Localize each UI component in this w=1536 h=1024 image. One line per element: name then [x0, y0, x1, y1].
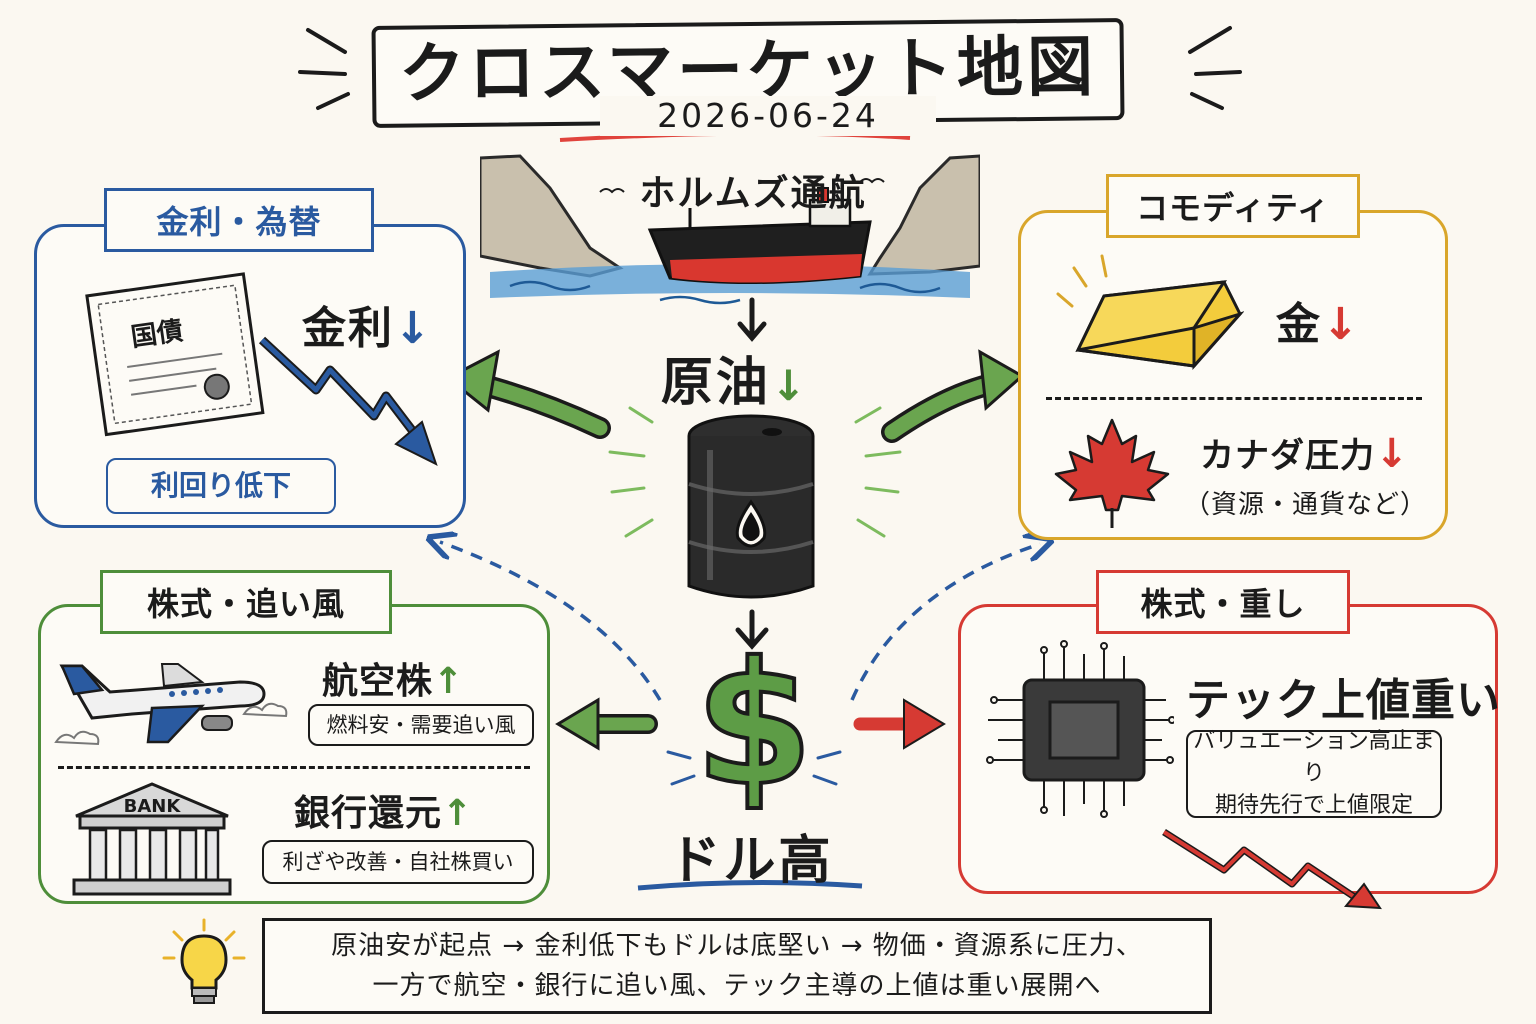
arrow-oil-to-rates	[445, 349, 611, 439]
lightbulb-icon	[162, 918, 246, 1004]
summary-box: 原油安が起点 → 金利低下もドルは底堅い → 物価・資源系に圧力、 一方で航空・…	[262, 918, 1212, 1014]
oil-barrel-icon	[687, 414, 815, 599]
title-sparkles	[298, 26, 1242, 110]
bank-label-text: 銀行還元	[294, 793, 443, 834]
oil-label-text: 原油	[660, 353, 771, 413]
arrow-dollar-to-tailwind	[555, 697, 658, 751]
canada-down-arrow: ↓	[1375, 431, 1410, 477]
summary-line1: 原油安が起点 → 金利低下もドルは底堅い → 物価・資源系に圧力、	[331, 930, 1143, 961]
gold-bar-icon	[1056, 254, 1244, 370]
date-label: 2026-06-24	[600, 96, 936, 136]
canada-note: （資源・通貨など）	[1184, 490, 1428, 520]
down-arrows-center	[735, 297, 769, 650]
airline-label: 航空株↑	[322, 652, 464, 704]
bond-certificate-icon: 国債	[85, 272, 265, 437]
dollar-sign-icon: $	[693, 626, 815, 824]
oil-label: 原油↓	[640, 340, 830, 415]
barrel-rays	[608, 406, 902, 538]
bond-text: 国債	[129, 316, 185, 353]
dollar-rays	[666, 750, 842, 786]
dashed-arrow-dollar-to-commodities	[850, 544, 1040, 701]
tanker-ship-icon	[480, 154, 980, 305]
tech-note-line2: 期待先行で上値限定	[1214, 792, 1413, 818]
airline-label-text: 航空株	[322, 661, 434, 702]
gold-label: 金↓	[1276, 288, 1361, 352]
gold-down-arrow: ↓	[1322, 299, 1361, 350]
microchip-icon	[986, 640, 1174, 818]
bank-note: 利ざや改善・自社株買い	[262, 840, 534, 884]
dollar-underline	[637, 879, 863, 891]
bank-sign: BANK	[124, 796, 182, 817]
airline-note: 燃料安・需要追い風	[308, 704, 534, 746]
arrow-dollar-to-headwind	[853, 698, 946, 750]
rates-label: 金利↓	[302, 292, 433, 356]
tech-note: バリュエーション高止まり 期待先行で上値限定	[1186, 729, 1442, 818]
commodities-divider	[1046, 397, 1422, 400]
oil-down-arrow: ↓	[770, 361, 810, 410]
tech-trend-down-icon	[1162, 829, 1382, 910]
maple-leaf-icon	[1054, 418, 1170, 528]
tech-note-line1: バリュエーション高止まり	[1193, 729, 1435, 787]
rates-label-text: 金利	[302, 303, 394, 354]
dashed-arrow-dollar-to-rates	[440, 542, 662, 701]
airline-up-arrow: ↑	[433, 661, 465, 702]
dollar-label: ドル高	[668, 831, 834, 891]
arrow-oil-to-commodities	[881, 349, 1025, 443]
gold-label-text: 金	[1276, 299, 1322, 350]
equity-headwind-tag: 株式・重し	[1096, 570, 1350, 634]
tailwind-divider	[58, 766, 530, 769]
bank-up-arrow: ↑	[442, 793, 474, 834]
airplane-icon	[54, 663, 288, 746]
rates-down-arrow: ↓	[394, 303, 433, 354]
bank-building-icon: BANK	[72, 782, 232, 896]
hormuz-label: ホルムズ通航	[639, 173, 867, 214]
rates-note: 利回り低下	[106, 458, 336, 514]
equity-tailwind-tag: 株式・追い風	[100, 570, 392, 634]
tech-label: テック上値重い	[1186, 675, 1501, 726]
rates-fx-tag: 金利・為替	[104, 188, 374, 252]
commodities-tag: コモディティ	[1106, 174, 1360, 238]
canada-label-text: カナダ圧力	[1200, 436, 1375, 476]
trend-down-icon	[258, 336, 438, 466]
bank-label: 銀行還元↑	[294, 784, 473, 836]
summary-line2: 一方で航空・銀行に追い風、テック主導の上値は重い展開へ	[372, 971, 1102, 1001]
canada-label: カナダ圧力↓	[1200, 428, 1410, 477]
